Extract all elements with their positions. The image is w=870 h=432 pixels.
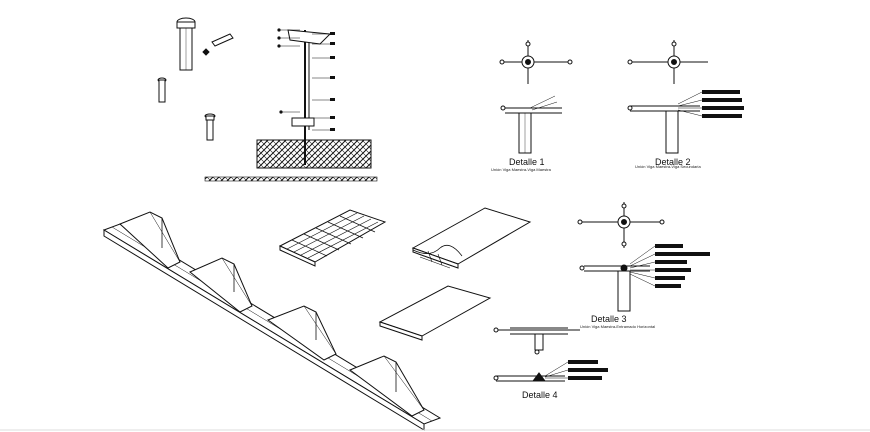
bolt-large — [176, 17, 196, 71]
detail-3-subtitle: Unión Viga Maestra-Entramado Horizontal — [580, 324, 655, 329]
detail-4-section — [493, 361, 569, 382]
column-elevation — [256, 29, 372, 169]
ground-strip — [204, 176, 378, 182]
bolt-small-2 — [204, 113, 216, 141]
detail-1-section — [500, 95, 562, 154]
detail-2-title: Detalle 2 — [655, 157, 691, 167]
detail-4-plan — [493, 327, 580, 355]
floor-grid-panel — [278, 209, 387, 267]
detail-2-plan — [627, 40, 708, 84]
detail-3-title: Detalle 3 — [591, 314, 627, 324]
sawtooth-truss — [102, 211, 442, 431]
bolt-small-1 — [157, 77, 167, 103]
detail-1-subtitle: Unión Viga Maestra-Viga Maestra — [491, 167, 552, 172]
detail-1-plan — [499, 40, 573, 84]
deck-panel-partial — [411, 207, 532, 269]
detail-1-title: Detalle 1 — [509, 157, 545, 167]
detail-3-callouts — [655, 244, 710, 288]
detail-4-title: Detalle 4 — [522, 390, 558, 400]
washer-plate — [202, 33, 234, 56]
detail-4-callouts — [568, 360, 608, 380]
annotation-dots-column — [277, 28, 335, 131]
detail-3-plan — [577, 202, 665, 248]
detail-3-section — [579, 245, 656, 312]
detail-2-callouts — [702, 90, 744, 118]
detail-2-section — [627, 91, 703, 154]
detail-2-subtitle: Unión Viga Maestra-Viga Secundaria — [635, 164, 701, 169]
deck-panel-plain — [378, 285, 492, 341]
